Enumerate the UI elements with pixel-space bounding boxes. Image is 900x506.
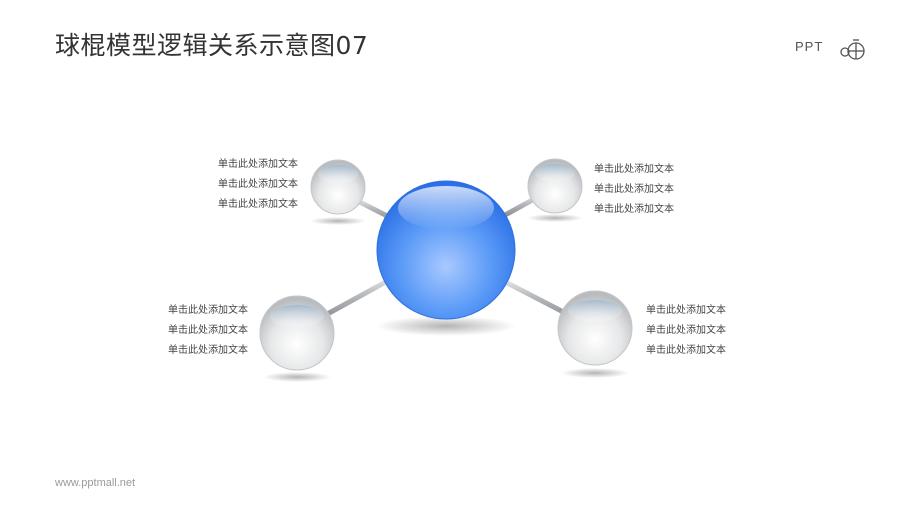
text-line[interactable]: 单击此处添加文本 <box>594 184 674 195</box>
center-ball <box>376 180 516 320</box>
text-group-top-right: 单击此处添加文本 单击此处添加文本 单击此处添加文本 <box>594 160 674 220</box>
ppt-mall-logo-icon <box>840 39 865 60</box>
text-line[interactable]: 单击此处添加文本 <box>646 305 726 316</box>
ball-bottom-left <box>259 295 335 371</box>
bottom-right-ball-shadow <box>561 368 629 378</box>
bottom-left-ball-shadow <box>263 372 331 382</box>
center-ball-shadow <box>376 316 516 336</box>
text-line[interactable]: 单击此处添加文本 <box>218 199 298 210</box>
text-line[interactable]: 单击此处添加文本 <box>218 159 298 170</box>
text-line[interactable]: 单击此处添加文本 <box>168 345 248 356</box>
logo: PPT <box>795 34 870 64</box>
top-left-ball-shadow <box>310 217 366 225</box>
footer-url: www.pptmall.net <box>55 477 136 489</box>
text-line[interactable]: 单击此处添加文本 <box>594 164 674 175</box>
text-line[interactable]: 单击此处添加文本 <box>594 204 674 215</box>
stick-bottom-right <box>491 273 578 321</box>
text-line[interactable]: 单击此处添加文本 <box>646 345 726 356</box>
ball-bottom-right <box>557 290 633 366</box>
text-line[interactable]: 单击此处添加文本 <box>218 179 298 190</box>
text-line[interactable]: 单击此处添加文本 <box>168 305 248 316</box>
ball-top-left <box>310 159 366 215</box>
top-right-ball-shadow <box>527 214 583 222</box>
text-line[interactable]: 单击此处添加文本 <box>168 325 248 336</box>
page-title: 球棍模型逻辑关系示意图07 <box>55 31 369 60</box>
ball-top-right <box>527 158 583 214</box>
logo-text: PPT <box>795 39 824 54</box>
text-line[interactable]: 单击此处添加文本 <box>646 325 726 336</box>
text-group-bottom-right: 单击此处添加文本 单击此处添加文本 单击此处添加文本 <box>646 301 726 361</box>
text-group-top-left: 单击此处添加文本 单击此处添加文本 单击此处添加文本 <box>218 155 298 215</box>
text-group-bottom-left: 单击此处添加文本 单击此处添加文本 单击此处添加文本 <box>168 301 248 361</box>
